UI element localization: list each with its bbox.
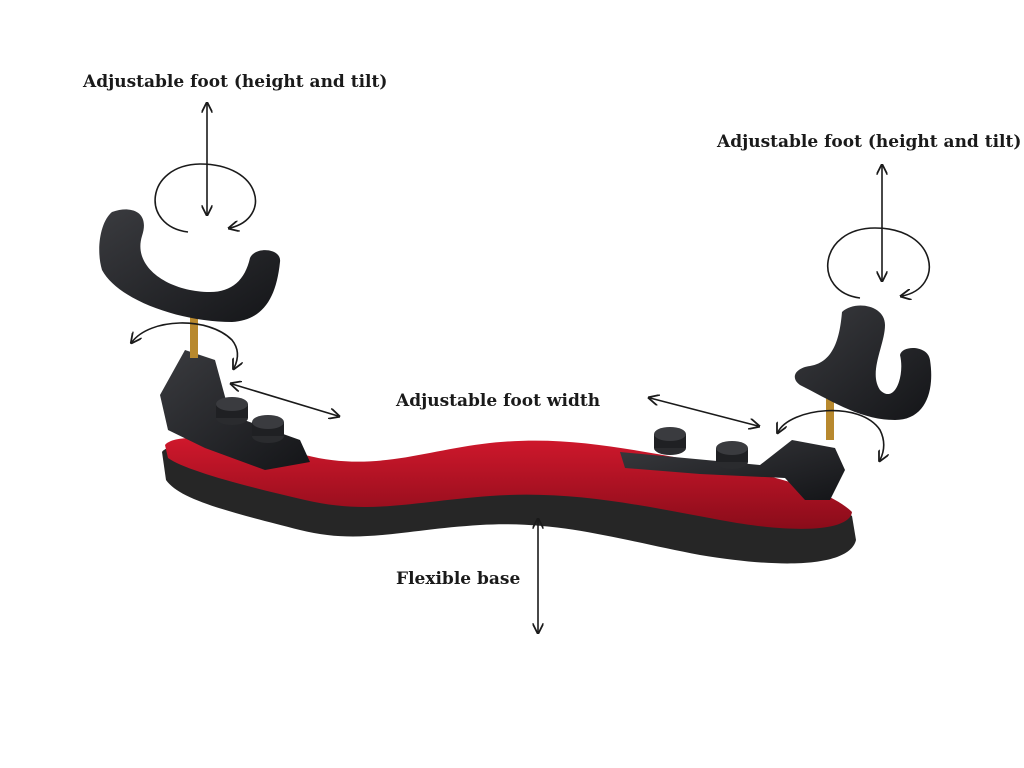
right-adjust-knobs (654, 427, 748, 469)
left-foot-label: Adjustable foot (height and tilt) (83, 72, 388, 92)
right-tilt-arrow (778, 409, 884, 460)
right-foot-cradle (794, 305, 932, 420)
right-brass-screw (826, 398, 834, 440)
right-foot-label: Adjustable foot (height and tilt) (717, 132, 1022, 152)
flexible-base-label: Flexible base (396, 569, 521, 589)
foot-width-label: Adjustable foot width (396, 391, 601, 411)
right-rotation-arrow (827, 227, 930, 298)
left-tilt-arrow (132, 322, 238, 368)
right-width-arrow (650, 398, 758, 426)
left-width-arrow (232, 384, 338, 416)
left-foot-cradle (99, 209, 281, 322)
left-rotation-arrow (154, 163, 257, 233)
